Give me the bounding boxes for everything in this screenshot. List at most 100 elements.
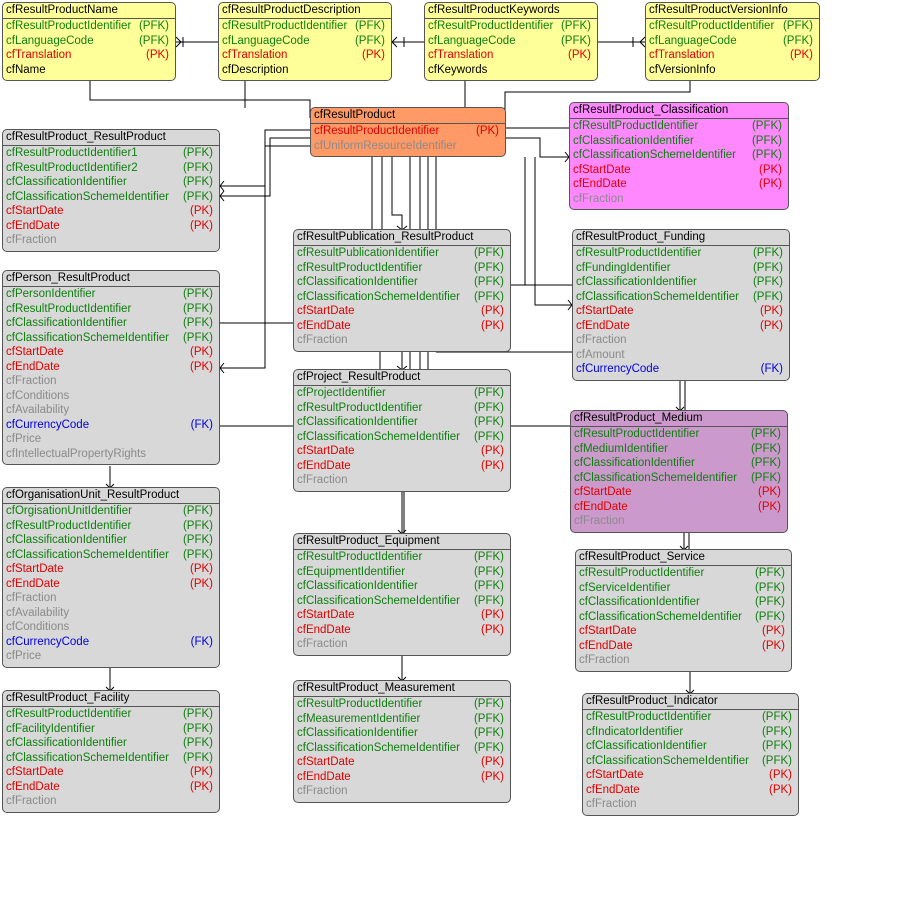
field-name: cfEndDate bbox=[579, 639, 633, 652]
field-key: (PK) bbox=[568, 49, 591, 61]
entity-field: cfClassificationIdentifier(PFK) bbox=[3, 533, 219, 548]
field-name: cfClassificationIdentifier bbox=[579, 596, 700, 608]
field-key: (FK) bbox=[190, 418, 213, 431]
entity-field: cfClassificationSchemeIdentifier(PFK) bbox=[294, 594, 510, 609]
entity-field: cfTranslation(PK) bbox=[219, 48, 391, 63]
field-key: (PK) bbox=[146, 49, 169, 61]
entity-field: cfClassificationIdentifier(PFK) bbox=[3, 316, 219, 331]
field-name: cfResultProductIdentifier bbox=[297, 698, 423, 710]
field-key: (PK) bbox=[790, 49, 813, 61]
entity-field: cfFraction bbox=[294, 637, 510, 652]
entity-field: cfClassificationIdentifier(PFK) bbox=[573, 275, 789, 290]
entity-field: cfStartDate(PK) bbox=[571, 485, 787, 500]
field-name: cfClassificationSchemeIdentifier bbox=[6, 751, 169, 764]
field-name: cfResultProductIdentifier bbox=[573, 120, 699, 132]
entity-field: cfLanguageCode(PFK) bbox=[3, 34, 175, 49]
entity-field: cfResultProductIdentifier(PFK) bbox=[294, 550, 510, 565]
field-name: cfClassificationIdentifier bbox=[6, 317, 127, 329]
field-name: cfEndDate bbox=[297, 459, 351, 472]
entity-field: cfCurrencyCode(FK) bbox=[3, 635, 219, 650]
field-name: cfClassificationIdentifier bbox=[574, 457, 695, 469]
entity-field: cfClassificationIdentifier(PFK) bbox=[3, 736, 219, 751]
field-key: (PK) bbox=[190, 577, 213, 590]
field-key: (PFK) bbox=[754, 596, 785, 608]
field-name: cfVersionInfo bbox=[649, 63, 716, 76]
field-key: (PFK) bbox=[182, 161, 213, 174]
field-key: (PFK) bbox=[182, 751, 213, 764]
entity-field: cfClassificationIdentifier(PFK) bbox=[294, 275, 510, 290]
field-name: cfCurrencyCode bbox=[576, 363, 660, 375]
field-name: cfStartDate bbox=[576, 305, 634, 317]
entity-field: cfFraction bbox=[3, 794, 219, 809]
field-key: (PFK) bbox=[754, 567, 785, 579]
field-name: cfResultProductIdentifier bbox=[222, 20, 348, 32]
field-name: cfStartDate bbox=[6, 563, 64, 575]
entity-field: cfClassificationSchemeIdentifier(PFK) bbox=[294, 290, 510, 305]
entity-field: cfLanguageCode (PFK) bbox=[219, 34, 391, 49]
field-name: cfMeasurementIdentifier bbox=[297, 712, 421, 725]
entity-field: cfResultProductIdentifier(PFK) bbox=[219, 19, 391, 34]
field-key: (PK) bbox=[758, 486, 781, 498]
entity-field: cfEquipmentIdentifier(PFK) bbox=[294, 565, 510, 580]
field-name: cfStartDate bbox=[6, 205, 64, 217]
entity-field: cfPrice bbox=[3, 649, 219, 664]
field-name: cfEndDate bbox=[6, 780, 60, 793]
entity-field: cfStartDate(PK) bbox=[294, 755, 510, 770]
entity-title: cfResultProductVersionInfo bbox=[646, 3, 819, 19]
entity-field: cfStartDate(PK) bbox=[3, 204, 219, 219]
entity-field: cfClassificationIdentifier(PFK) bbox=[294, 726, 510, 741]
field-key: (PFK) bbox=[751, 120, 782, 132]
field-name: cfLanguageCode bbox=[428, 34, 516, 47]
field-name: cfResultProductIdentifier bbox=[579, 567, 705, 579]
entity-field: cfStartDate(PK) bbox=[3, 765, 219, 780]
field-key: (PK) bbox=[190, 346, 213, 358]
field-key: (PFK) bbox=[182, 548, 213, 561]
entity-field: cfAvailability bbox=[3, 606, 219, 621]
field-name: cfClassificationIdentifier bbox=[297, 580, 418, 592]
field-name: cfStartDate bbox=[586, 769, 644, 781]
entity-field: cfName bbox=[3, 63, 175, 78]
entity-field: cfUniformResourceIdentifier bbox=[311, 139, 505, 154]
field-name: cfDescription bbox=[222, 63, 289, 76]
field-name: cfFraction bbox=[297, 638, 348, 650]
field-key: (PFK) bbox=[761, 725, 792, 738]
field-key: (PFK) bbox=[182, 737, 213, 749]
field-key: (PFK) bbox=[752, 261, 783, 274]
field-name: cfFraction bbox=[6, 375, 57, 387]
field-name: cfServiceIdentifier bbox=[579, 581, 671, 594]
field-key: (PFK) bbox=[473, 741, 504, 754]
entity-title: cfResultProductName bbox=[3, 3, 175, 19]
field-name: cfAvailability bbox=[6, 606, 70, 619]
entity-field: cfFraction bbox=[3, 374, 219, 389]
field-key: (PFK) bbox=[473, 247, 504, 259]
field-name: cfTranslation bbox=[222, 49, 288, 61]
field-key: (PK) bbox=[762, 639, 785, 652]
field-name: cfCurrencyCode bbox=[6, 418, 90, 431]
entity-title: cfResultProduct bbox=[311, 108, 505, 124]
entity-field: cfPrice bbox=[3, 432, 219, 447]
field-key: (PFK) bbox=[473, 712, 504, 725]
entity-field: cfResultProductIdentifier(PFK) bbox=[583, 710, 798, 725]
entity-field: cfClassificationIdentifier(PFK) bbox=[294, 415, 510, 430]
entity-title: cfPerson_ResultProduct bbox=[3, 271, 219, 287]
entity-field: cfResultProductIdentifier1(PFK) bbox=[3, 146, 219, 161]
field-name: cfStartDate bbox=[297, 609, 355, 621]
entity-field: cfClassificationSchemeIdentifier(PFK) bbox=[3, 190, 219, 205]
entity-field: cfMeasurementIdentifier (PFK) bbox=[294, 712, 510, 727]
entity-field: cfFraction bbox=[576, 653, 791, 668]
field-key: (PK) bbox=[190, 766, 213, 778]
field-key: (PFK) bbox=[354, 34, 385, 47]
field-name: cfClassificationSchemeIdentifier bbox=[586, 754, 749, 767]
field-name: cfFraction bbox=[574, 515, 625, 527]
field-key: (PK) bbox=[190, 360, 213, 373]
entity-field: cfClassificationSchemeIdentifier(PFK) bbox=[3, 331, 219, 346]
field-name: cfLanguageCode bbox=[222, 34, 310, 47]
entity-field: cfClassificationSchemeIdentifier(PFK) bbox=[294, 741, 510, 756]
